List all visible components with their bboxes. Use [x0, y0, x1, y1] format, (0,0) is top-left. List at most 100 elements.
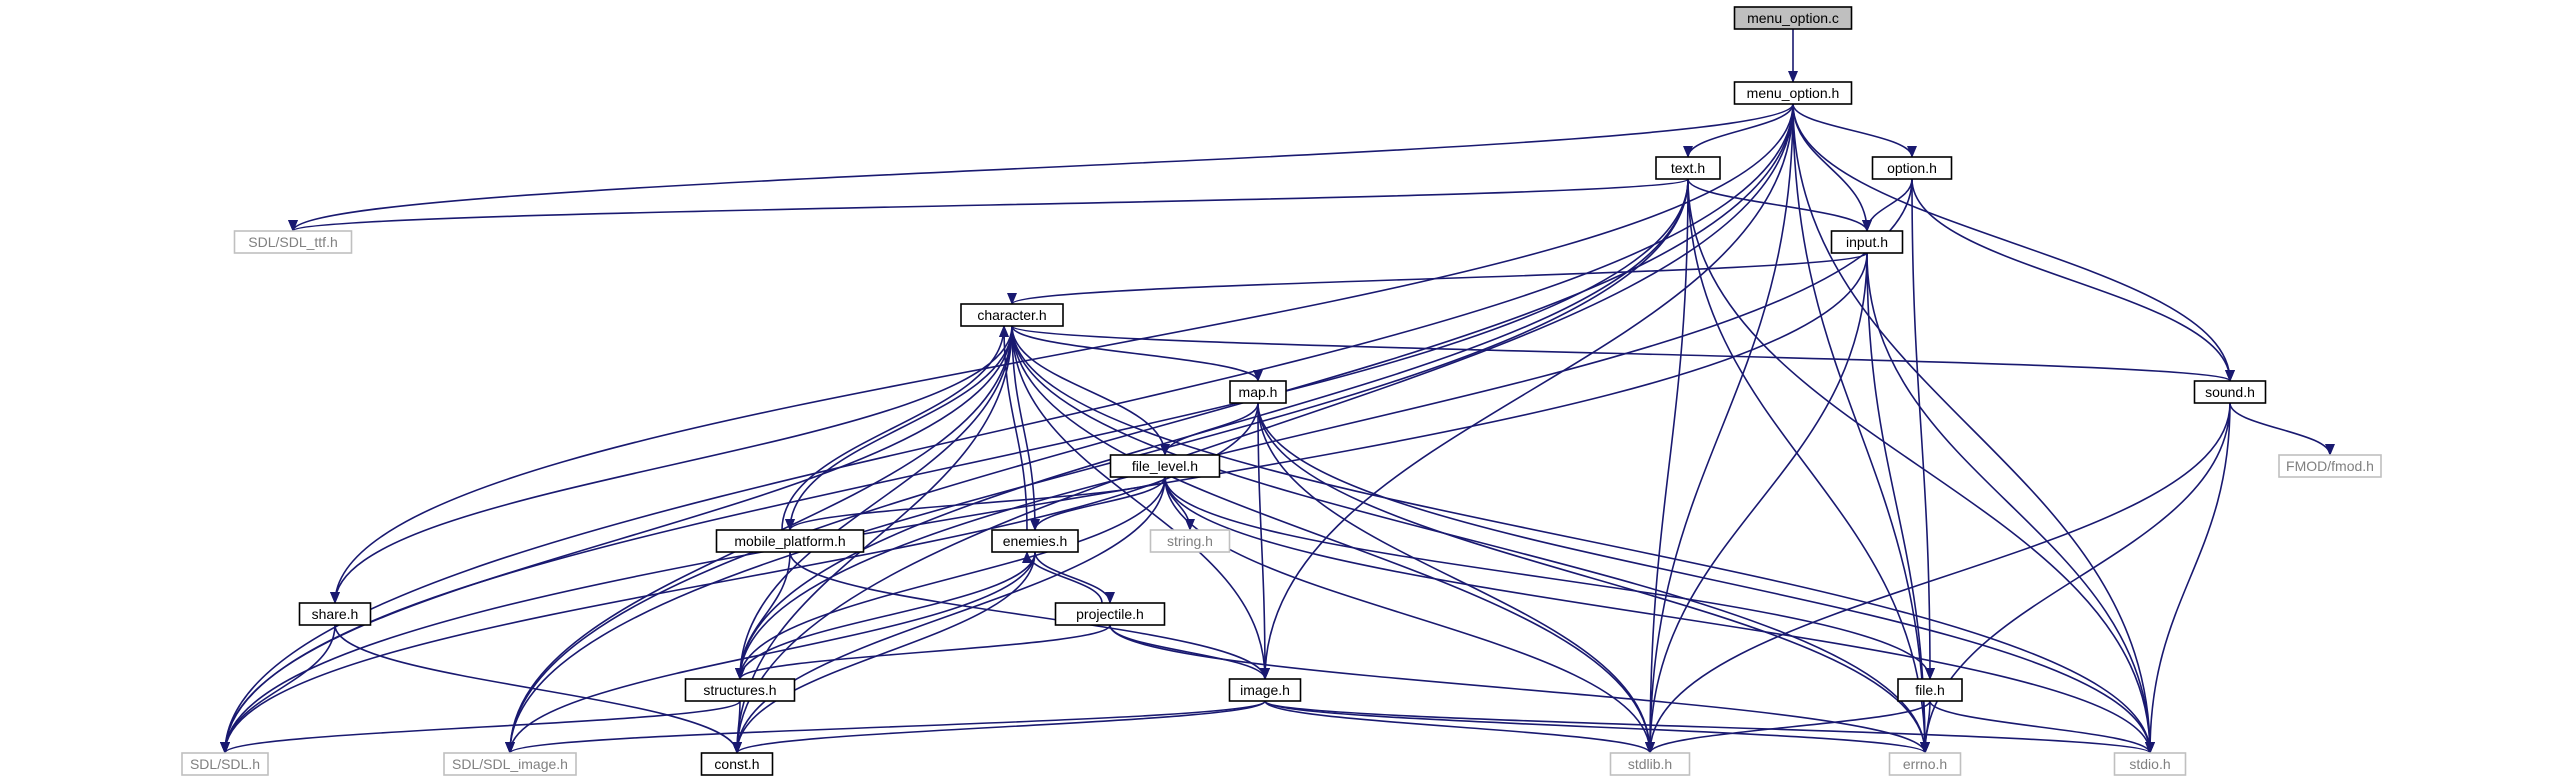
node-file-h[interactable]: file.h [1897, 678, 1963, 702]
edge-projectile-h-to-enemies-h [1022, 551, 1103, 604]
edge-character-h-to-share-h [330, 325, 1013, 604]
edge-image-h-to-const-h [732, 700, 1266, 754]
edge-structures-h-to-sdl-h [220, 700, 741, 754]
edge-text-h-to-stdio-h [1687, 178, 2155, 754]
node-sdl-ttf[interactable]: SDL/SDL_ttf.h [233, 230, 353, 254]
node-sdl-h[interactable]: SDL/SDL.h [181, 752, 269, 776]
node-stdlib-h[interactable]: stdlib.h [1609, 752, 1691, 776]
edge-projectile-h-to-errno-h [1109, 624, 1930, 754]
edge-character-h-to-file-level-h [1011, 325, 1170, 456]
edge-mobile-platform-h-to-image-h [789, 551, 1270, 680]
node-fmod-h[interactable]: FMOD/fmod.h [2278, 454, 2382, 478]
node-label: file.h [1915, 682, 1945, 698]
edge-mobile-platform-h-to-character-h [781, 325, 1009, 531]
node-box [233, 230, 353, 254]
node-label: image.h [1240, 682, 1290, 698]
edge-sound-h-to-stdlib-h [1645, 402, 2231, 754]
node-menu-option-h[interactable]: menu_option.h [1733, 81, 1853, 105]
node-label: string.h [1167, 533, 1213, 549]
node-stdio-h[interactable]: stdio.h [2113, 752, 2187, 776]
node-share-h[interactable]: share.h [298, 602, 372, 626]
edge-enemies-h-to-sdl-image-h [505, 551, 1036, 754]
edge-file-level-h-to-string-h [1164, 476, 1195, 531]
edge-menu-option-h-to-input-h [1792, 103, 1872, 232]
node-structures-h[interactable]: structures.h [684, 678, 796, 702]
edge-character-h-to-sdl-h [220, 325, 1013, 754]
node-character-h[interactable]: character.h [960, 303, 1064, 327]
node-box [1149, 529, 1231, 553]
edge-menu-option-h-to-sound-h [1792, 103, 2235, 382]
node-box [1054, 602, 1166, 626]
node-text-h[interactable]: text.h [1655, 156, 1721, 180]
edge-map-h-to-errno-h [1257, 402, 1930, 754]
edge-menu-option-h-to-stdlib-h [1645, 103, 1794, 754]
node-label: SDL/SDL_ttf.h [248, 234, 338, 250]
edge-menu-option-h-to-option-h [1792, 103, 1917, 158]
edge-text-h-to-sdl-ttf [288, 178, 1689, 232]
edge-map-h-to-file-level-h [1160, 402, 1259, 456]
node-box [1897, 678, 1963, 702]
edge-file-h-to-stdio-h [1929, 700, 2155, 754]
node-projectile-h[interactable]: projectile.h [1054, 602, 1166, 626]
edge-sound-h-to-stdio-h [2145, 402, 2231, 754]
node-box [1733, 6, 1853, 30]
edge-text-h-to-input-h [1687, 178, 1872, 232]
edge-file-level-h-to-const-h [732, 476, 1166, 754]
node-box [1228, 678, 1302, 702]
node-box [181, 752, 269, 776]
node-mobile-platform-h[interactable]: mobile_platform.h [715, 529, 865, 553]
node-enemies-h[interactable]: enemies.h [991, 529, 1079, 553]
edge-image-h-to-errno-h [1264, 700, 1930, 754]
edge-projectile-h-to-image-h [1109, 624, 1270, 680]
edge-enemies-h-to-structures-h [735, 551, 1036, 680]
edge-menu-option-h-to-sdl-ttf [288, 103, 1794, 232]
edge-option-h-to-input-h [1862, 178, 1913, 232]
edge-image-h-to-sdl-image-h [505, 700, 1266, 754]
node-option-h[interactable]: option.h [1871, 156, 1953, 180]
node-label: structures.h [703, 682, 776, 698]
node-sound-h[interactable]: sound.h [2193, 380, 2267, 404]
node-label: stdlib.h [1628, 756, 1672, 772]
edge-file-level-h-to-mobile-platform-h [785, 476, 1166, 531]
node-label: SDL/SDL_image.h [452, 756, 568, 772]
edge-option-h-to-structures-h [735, 178, 1913, 680]
node-string-h[interactable]: string.h [1149, 529, 1231, 553]
node-input-h[interactable]: input.h [1830, 230, 1904, 254]
edge-sound-h-to-fmod-h [2229, 402, 2335, 456]
edge-image-h-to-stdlib-h [1264, 700, 1655, 754]
node-box [960, 303, 1064, 327]
edge-menu-option-h-to-errno-h [1792, 103, 1930, 754]
edge-menu-option-h-to-sdl-image-h [505, 103, 1794, 754]
node-box [1609, 752, 1691, 776]
node-sdl-image-h[interactable]: SDL/SDL_image.h [443, 752, 577, 776]
edge-text-h-to-sdl-image-h [505, 178, 1689, 754]
node-label: input.h [1846, 234, 1888, 250]
node-errno-h[interactable]: errno.h [1888, 752, 1962, 776]
edge-file-level-h-to-enemies-h [1030, 476, 1166, 531]
node-box [1888, 752, 1962, 776]
node-label: option.h [1887, 160, 1937, 176]
node-box [2278, 454, 2382, 478]
node-label: map.h [1239, 384, 1278, 400]
node-box [443, 752, 577, 776]
edge-enemies-h-to-projectile-h [1034, 551, 1115, 604]
edge-character-h-to-stdio-h [1011, 325, 2155, 754]
node-box [700, 752, 774, 776]
edge-input-h-to-character-h [1007, 252, 1868, 305]
node-file-level-h[interactable]: file_level.h [1109, 454, 1221, 478]
edge-menu-option-h-to-text-h [1683, 103, 1794, 158]
edge-character-h-to-stdlib-h [1011, 325, 1655, 754]
edge-file-h-to-errno-h [1920, 700, 1931, 754]
edge-image-h-to-stdio-h [1264, 700, 2155, 754]
edge-input-h-to-errno-h [1866, 252, 1930, 754]
edge-file-h-to-stdlib-h [1645, 700, 1931, 754]
node-image-h[interactable]: image.h [1228, 678, 1302, 702]
edge-text-h-to-sdl-h [220, 178, 1689, 754]
edge-character-h-to-sound-h [1011, 325, 2235, 382]
edge-projectile-h-to-structures-h [735, 624, 1111, 680]
node-map-h[interactable]: map.h [1229, 380, 1287, 404]
node-label: text.h [1671, 160, 1705, 176]
node-const-h[interactable]: const.h [700, 752, 774, 776]
node-menu-option-c[interactable]: menu_option.c [1733, 6, 1853, 30]
